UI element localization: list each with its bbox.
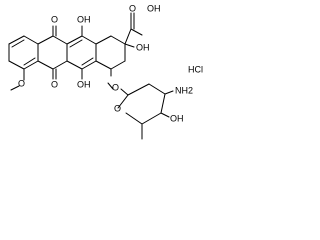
glycosidic-o-label: O — [112, 82, 119, 92]
methoxy-o-label: O — [18, 78, 25, 88]
sugar-ring-bonds — [117, 83, 174, 140]
ring-c-bonds — [66, 25, 97, 80]
salt-label: HCl — [188, 64, 203, 74]
chemical-structure-diagram: O OH OH O OH OH O O O O NH2 OH HCl — [8, 3, 203, 140]
ring-b-bonds — [37, 25, 68, 80]
oxo-bottom-label: O — [51, 79, 58, 89]
methoxy-bonds — [10, 68, 25, 91]
carboxyl-label: OH — [147, 3, 161, 13]
hydroxy-quaternary-label: OH — [136, 42, 150, 52]
ring-o-label: O — [114, 103, 121, 113]
carbonyl-o-label: O — [129, 3, 136, 13]
hydroxy-top-label: OH — [77, 14, 91, 24]
amino-label: NH2 — [175, 85, 193, 95]
ring-d-bonds — [95, 12, 143, 90]
hydroxy-sugar-label: OH — [170, 113, 184, 123]
ring-a-bonds — [8, 35, 39, 70]
oxo-top-label: O — [51, 14, 58, 24]
hydroxy-lower-label: OH — [77, 79, 91, 89]
